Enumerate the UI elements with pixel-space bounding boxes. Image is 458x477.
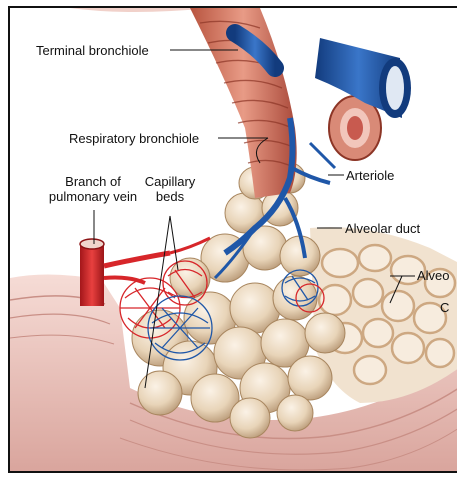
label-cut-partial: C xyxy=(440,300,449,315)
label-arteriole: Arteriole xyxy=(346,168,394,183)
label-branch-pulmonary-vein-line1: Branch of xyxy=(38,174,148,189)
label-capillary-beds-line1: Capillary xyxy=(140,174,200,189)
label-alveolar-duct: Alveolar duct xyxy=(345,221,420,236)
label-branch-pulmonary-vein: Branch of pulmonary vein xyxy=(38,174,148,204)
label-respiratory-bronchiole: Respiratory bronchiole xyxy=(69,131,199,146)
label-capillary-beds-line2: beds xyxy=(140,189,200,204)
illustration-frame: Terminal bronchiole Respiratory bronchio… xyxy=(8,6,457,473)
top-edge-tissue xyxy=(70,8,210,12)
label-capillary-beds: Capillary beds xyxy=(140,174,200,204)
label-branch-pulmonary-vein-line2: pulmonary vein xyxy=(38,189,148,204)
label-terminal-bronchiole: Terminal bronchiole xyxy=(36,43,149,58)
label-alveoli: Alveo xyxy=(417,268,450,283)
lung-alveoli-illustration xyxy=(10,8,457,473)
